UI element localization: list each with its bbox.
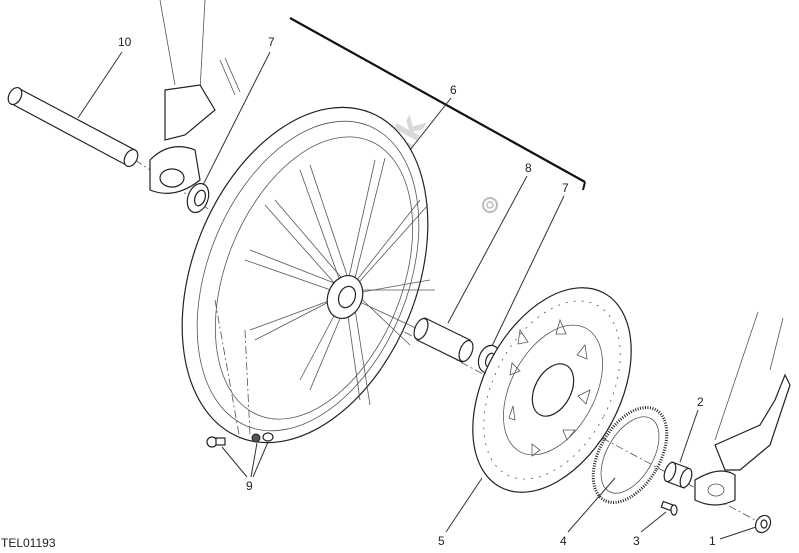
- callout-1: 1: [709, 534, 716, 548]
- callout-9: 9: [246, 479, 253, 493]
- callout-6: 6: [450, 83, 457, 97]
- callout-2: 2: [697, 395, 704, 409]
- callout-4: 4: [560, 534, 567, 548]
- leader-lines: [77, 51, 757, 540]
- spacer-bush: [663, 461, 693, 489]
- right-fork: [694, 311, 791, 506]
- callout-10: 10: [118, 35, 132, 49]
- callout-5: 5: [438, 534, 445, 548]
- left-fork: [149, 0, 241, 194]
- assembly-bracket: [289, 17, 586, 183]
- wheel-axle: [7, 86, 139, 168]
- spacer: [413, 317, 474, 363]
- watermark-gear-icon: [482, 197, 498, 213]
- abs-tone-ring: [591, 406, 669, 504]
- callout-8: 8: [525, 161, 532, 175]
- drawing-code: TEL01193: [1, 536, 56, 550]
- callout-7-left: 7: [268, 35, 275, 49]
- screw: [660, 500, 678, 516]
- valve-parts: [206, 432, 274, 448]
- callout-3: 3: [633, 534, 640, 548]
- callout-7-right: 7: [562, 181, 569, 195]
- front-wheel: [181, 106, 435, 444]
- brake-disc: [472, 287, 632, 493]
- nut: [754, 514, 772, 534]
